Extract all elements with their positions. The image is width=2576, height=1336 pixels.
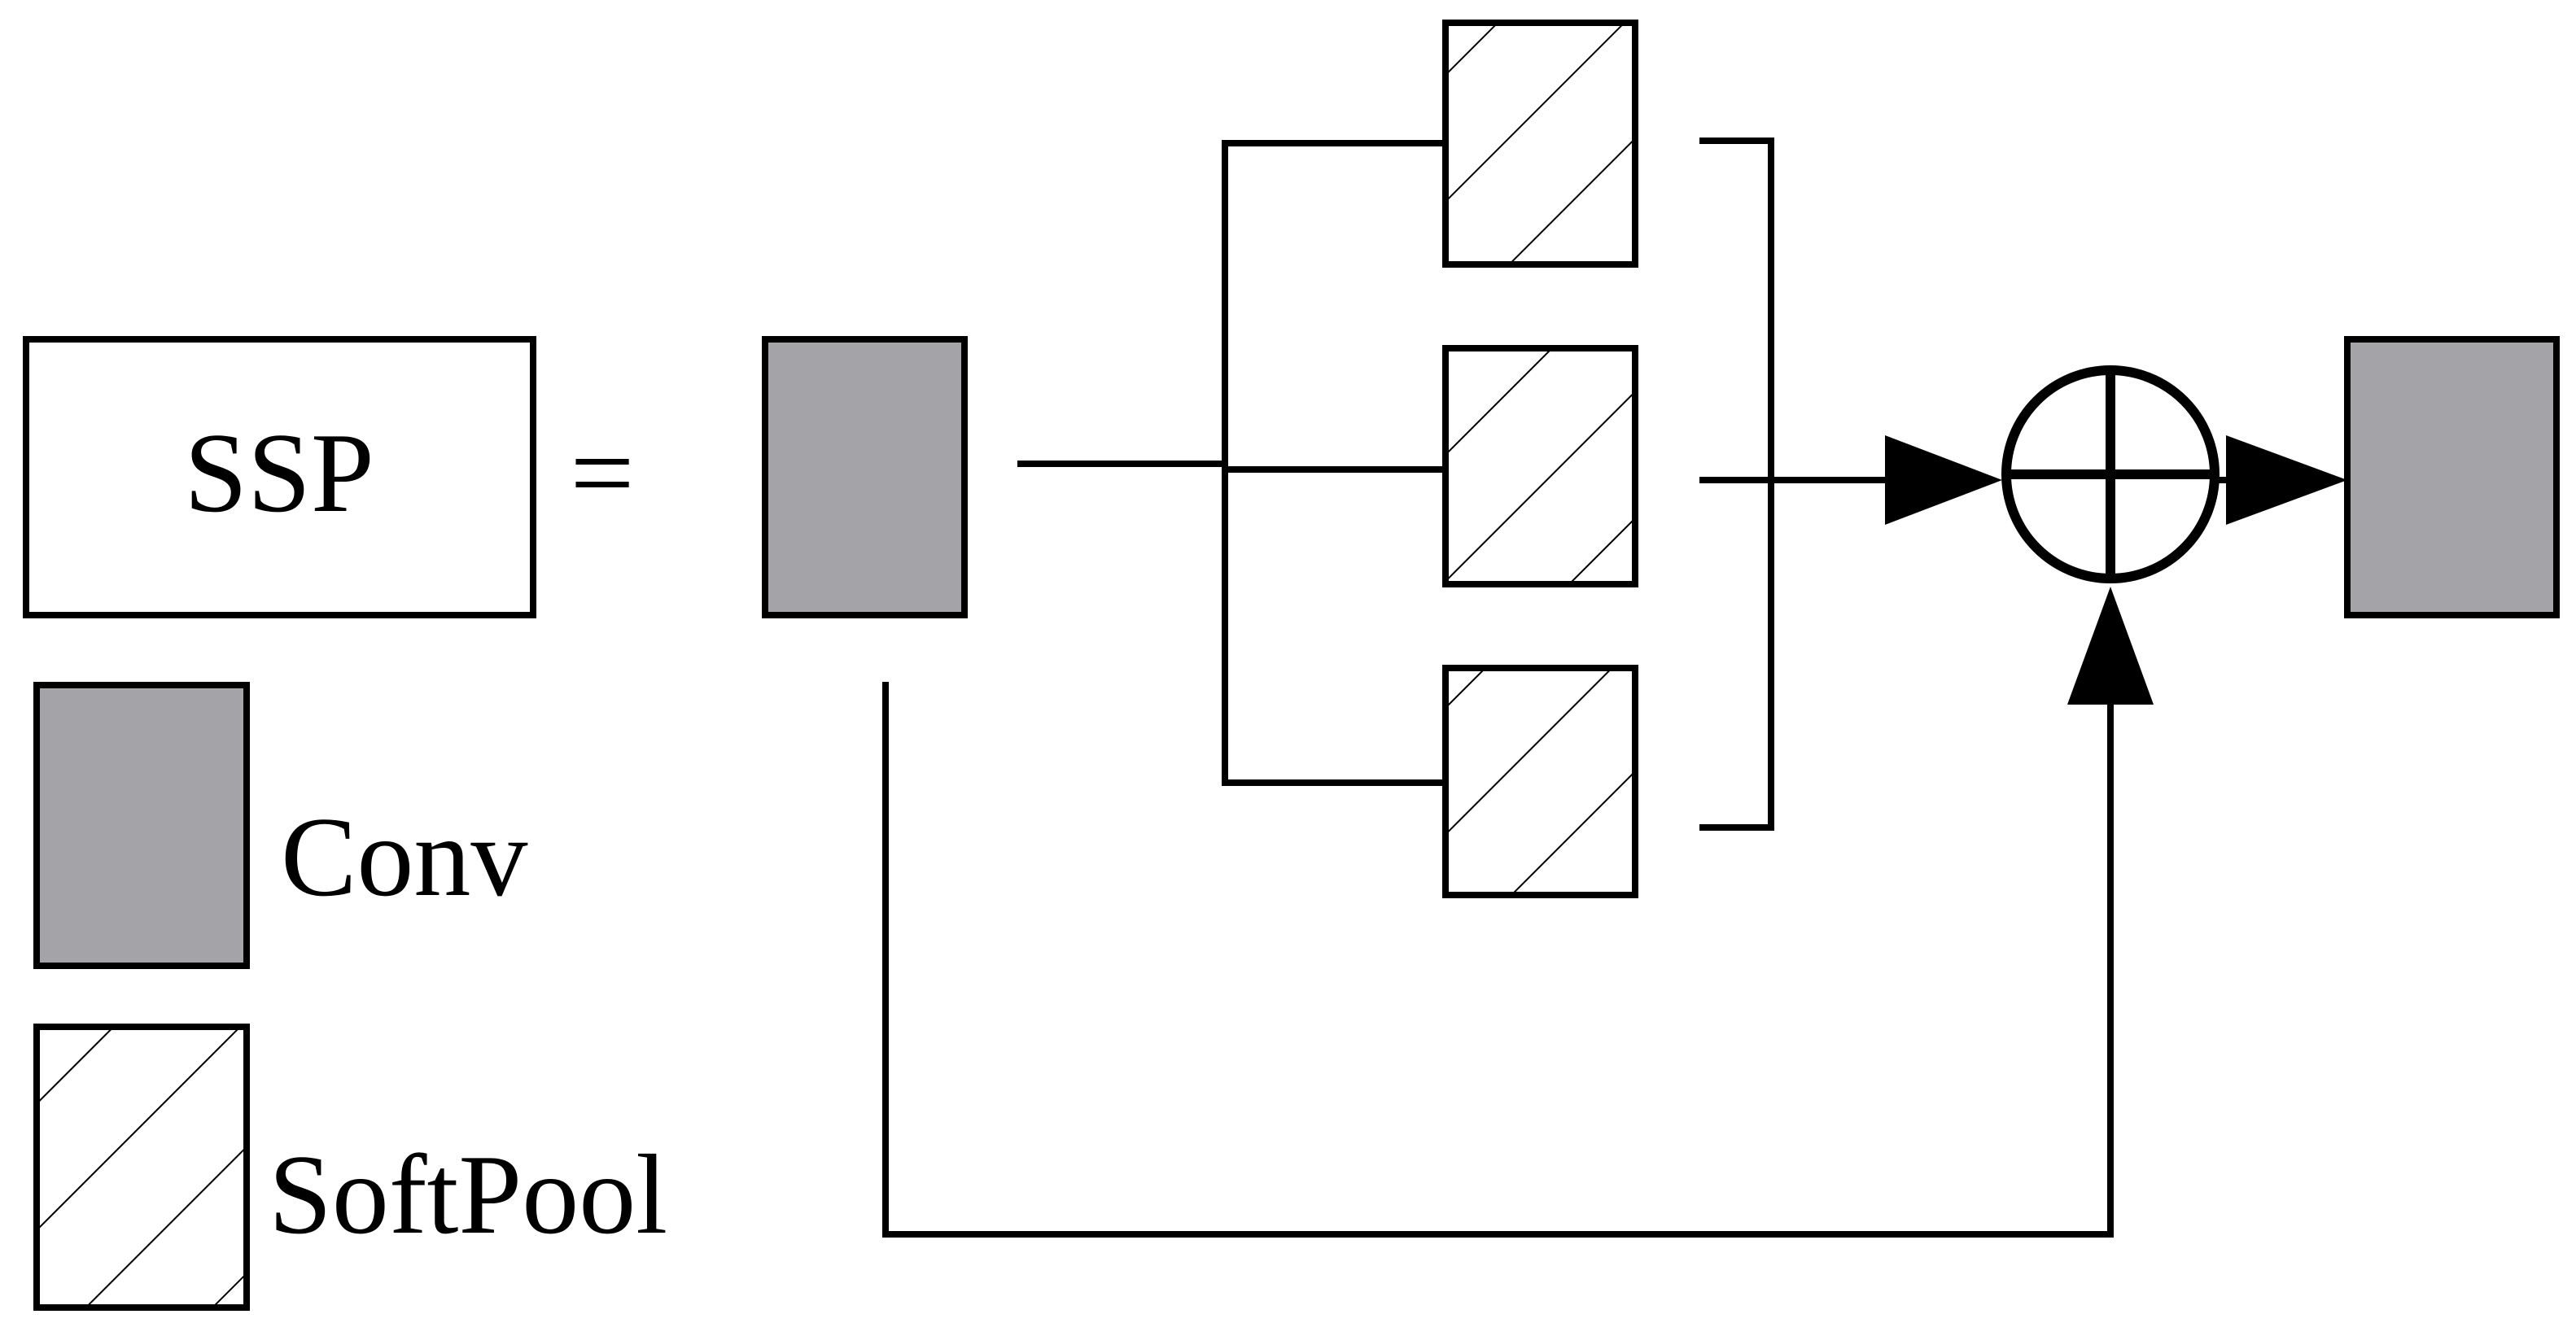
ssp-label: SSP: [184, 410, 374, 536]
ssp-block: SSP: [23, 336, 536, 618]
legend-conv-label: Conv: [281, 794, 527, 920]
legend-softpool-label: SoftPool: [269, 1132, 667, 1258]
legend-softpool-swatch: [33, 1024, 250, 1311]
arrow-to-add: [1771, 435, 2002, 525]
ssp-box: [23, 336, 536, 618]
circle-plus-icon: [2001, 365, 2220, 583]
skip-connection: [882, 587, 2154, 1238]
legend: Conv SoftPool: [33, 682, 667, 1311]
softpool-block-middle: [1442, 345, 1638, 587]
input-conv-block: [762, 336, 968, 618]
arrow-to-output: [2215, 435, 2347, 525]
softpool-block-bottom: [1442, 665, 1638, 898]
concat-bracket: [1699, 138, 1774, 831]
branch-splitter: [1222, 140, 1445, 786]
softpool-block-top: [1442, 20, 1638, 268]
equals-sign: =: [571, 410, 635, 536]
legend-conv-swatch: [33, 682, 250, 969]
output-conv-block: [2344, 336, 2560, 618]
